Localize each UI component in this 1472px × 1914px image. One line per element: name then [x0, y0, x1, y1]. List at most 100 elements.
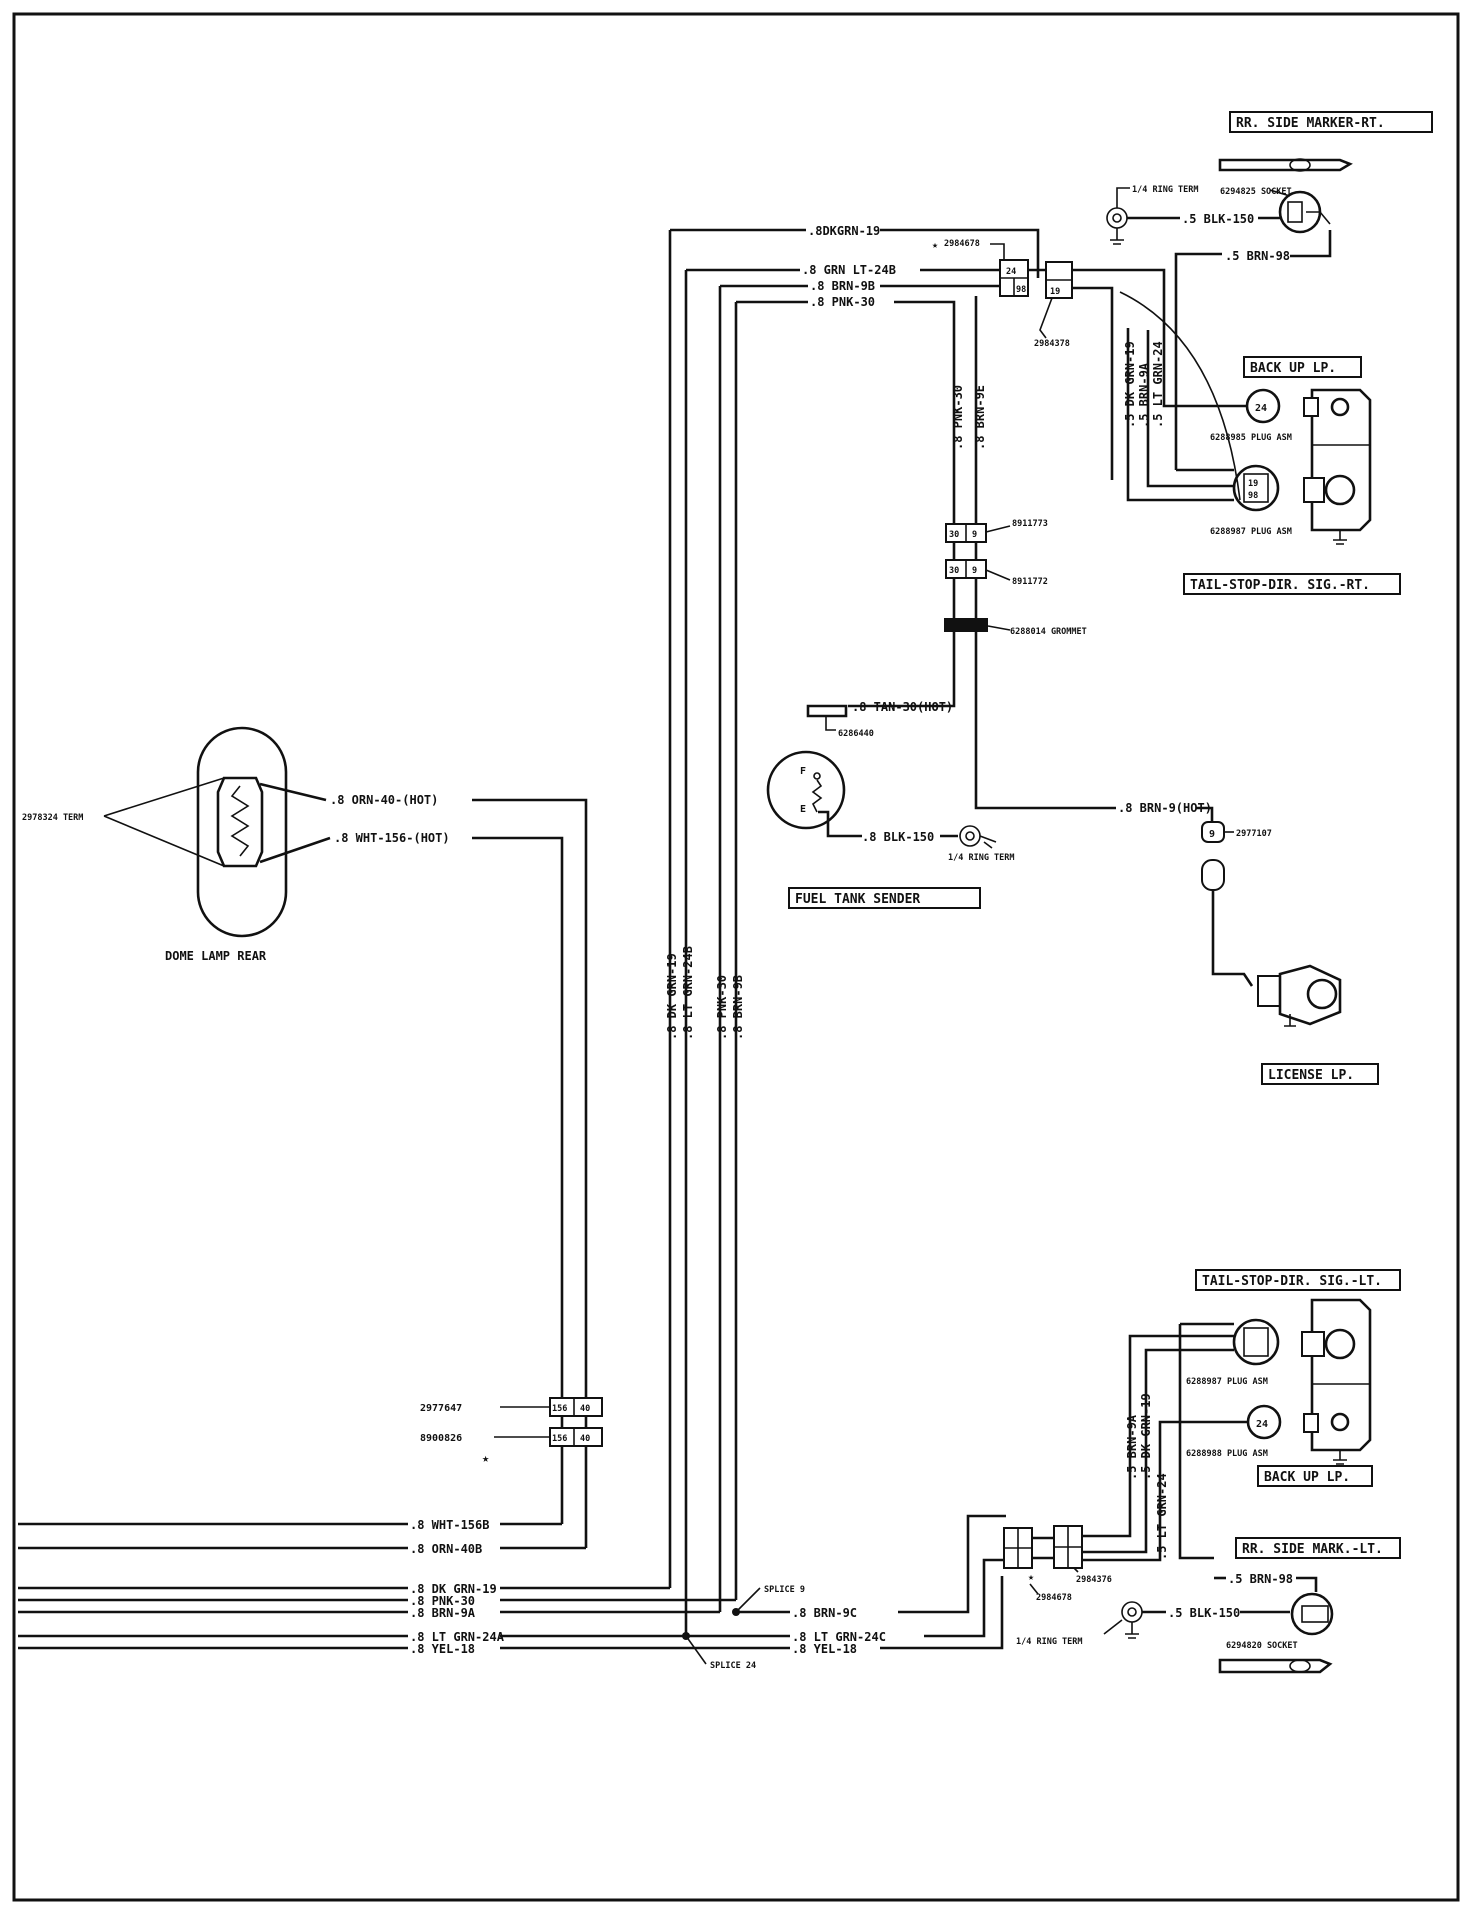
- label-6288985: 6288985 PLUG ASM: [1210, 433, 1292, 443]
- label-brn-9b-top: .8 BRN-9B: [810, 279, 875, 293]
- dome-connectors: 156 40 2977647 156 40 8900826 ★: [420, 1397, 603, 1465]
- rr-side-marker-rt: RR. SIDE MARKER-RT. 6294825 SOCKET 1/4 R…: [1106, 111, 1433, 470]
- label-wht-156b: .8 WHT-156B: [410, 1518, 489, 1532]
- label-brn-9a-b: .8 BRN-9A: [410, 1606, 476, 1620]
- pin-156-b: 156: [552, 1434, 567, 1444]
- pin-24: 24: [1006, 267, 1016, 277]
- label-pnk-30-top: .8 PNK-30: [810, 295, 875, 309]
- rt-lamp-group: BACK UP LP. .5 DK GRN-19 .5 BRN-9A .5 LT…: [1119, 291, 1401, 595]
- label-yel-18-b: .8 YEL-18: [410, 1642, 475, 1656]
- pin-9-b: 9: [972, 566, 977, 576]
- pin-F: F: [800, 766, 806, 777]
- label-socket-rt: 6294825 SOCKET: [1220, 187, 1292, 197]
- top-connectors: 24 98 2984678 ★ 19 2984378: [932, 239, 1073, 349]
- label-yel-18-c: .8 YEL-18: [792, 1642, 857, 1656]
- pin-30-b: 30: [949, 566, 959, 576]
- label-dk-grn-19-vl: .8 DK GRN-19: [665, 953, 679, 1040]
- label-brn-9b-vl: .8 BRN-9B: [731, 975, 745, 1040]
- label-blk-150-lt: .5 BLK-150: [1168, 1606, 1240, 1620]
- page-border: [12, 12, 1460, 1902]
- fuel-tank-sender: F E .8 BLK-150 1/4 RING TERM FUEL TANK S…: [766, 750, 1015, 909]
- pin-19: 19: [1050, 287, 1060, 297]
- label-6288987-rt: 6288987 PLUG ASM: [1210, 527, 1292, 537]
- label-2977647: 2977647: [420, 1403, 462, 1414]
- pin-98: 98: [1016, 285, 1026, 295]
- label-splice-24: SPLICE 24: [710, 1661, 756, 1671]
- label-ring-term-top: 1/4 RING TERM: [1132, 185, 1199, 195]
- label-lt-grn-24b-vl: .8 LT GRN-24B: [681, 946, 695, 1040]
- bottom-connectors: ★ 2984678 2984376 1/4 RING TERM .5 BLK-1…: [1003, 1525, 1290, 1647]
- title-fuel-tank-sender: FUEL TANK SENDER: [795, 892, 920, 907]
- label-brn-98-rt: .5 BRN-98: [1225, 249, 1290, 263]
- label-6288014: 6288014 GROMMET: [1010, 627, 1087, 637]
- label-orn-40-hot: .8 ORN-40-(HOT): [330, 793, 438, 807]
- label-2978324: 2978324 TERM: [22, 813, 83, 823]
- label-dk-grn-19-b: .8 DK GRN-19: [410, 1582, 497, 1596]
- label-2984678-bot: 2984678: [1036, 1593, 1072, 1603]
- pin-E: E: [800, 804, 806, 815]
- svg-text:24: 24: [1255, 403, 1267, 414]
- label-8911772: 8911772: [1012, 577, 1048, 587]
- title-dome-lamp-rear: DOME LAMP REAR: [165, 949, 267, 963]
- label-2984378: 2984378: [1034, 339, 1070, 349]
- label-2977107: 2977107: [1236, 829, 1272, 839]
- pin-9-hot: 9: [1209, 829, 1215, 840]
- label-6288988: 6288988 PLUG ASM: [1186, 1449, 1268, 1459]
- title-back-up-lp-rt: BACK UP LP.: [1250, 361, 1336, 376]
- label-pnk-30-vl: .8 PNK-30: [715, 975, 729, 1040]
- dome-lamp-rear: 2978324 TERM DOME LAMP REAR .8 ORN-40-(H…: [22, 726, 588, 1548]
- label-brn-9-hot: .8 BRN-9(HOT): [1118, 801, 1212, 815]
- title-back-up-lp-lt: BACK UP LP.: [1264, 1470, 1350, 1485]
- label-lt-grn-24-v5: .5 LT GRN-24: [1151, 341, 1165, 428]
- label-orn-40b: .8 ORN-40B: [410, 1542, 482, 1556]
- label-8900826: 8900826: [420, 1433, 462, 1444]
- label-6294820-socket: 6294820 SOCKET: [1226, 1641, 1298, 1651]
- pin-9-a: 9: [972, 530, 977, 540]
- label-2984376: 2984376: [1076, 1575, 1112, 1585]
- pin-40-b: 40: [580, 1434, 590, 1444]
- title-tail-stop-rt: TAIL-STOP-DIR. SIG.-RT.: [1190, 578, 1370, 593]
- label-pnk-30-b: .8 PNK-30: [410, 1594, 475, 1608]
- label-dk-grn-19-v5: .5 DK GRN-19: [1123, 341, 1137, 428]
- star-dome: ★: [482, 1451, 489, 1465]
- star-top: ★: [932, 240, 938, 251]
- svg-text:98: 98: [1248, 491, 1258, 501]
- title-rr-side-marker-rt: RR. SIDE MARKER-RT.: [1236, 116, 1385, 131]
- title-tail-stop-lt: TAIL-STOP-DIR. SIG.-LT.: [1202, 1274, 1382, 1289]
- harness-vertical-labels: .8 DK GRN-19 .8 LT GRN-24B .8 PNK-30 .8 …: [665, 946, 745, 1040]
- label-brn-98-lt: .5 BRN-98: [1228, 1572, 1293, 1586]
- svg-text:24: 24: [1256, 1419, 1268, 1430]
- label-ring-term-fuel: 1/4 RING TERM: [948, 853, 1015, 863]
- label-grn-lt-24b: .8 GRN LT-24B: [802, 263, 896, 277]
- pin-156: 156: [552, 1404, 567, 1414]
- label-blk-150-fuel: .8 BLK-150: [862, 830, 934, 844]
- label-8911773: 8911773: [1012, 519, 1048, 529]
- pin-40: 40: [580, 1404, 590, 1414]
- label-lt-grn-24-lt: .5 LT GRN-24: [1155, 1473, 1169, 1560]
- label-pnk-30-vertical: .8 PNK-30: [951, 385, 965, 450]
- license-lamp: 9 2977107 LICENSE LP.: [1201, 821, 1379, 1085]
- label-brn-9c: .8 BRN-9C: [792, 1606, 857, 1620]
- pin-30-a: 30: [949, 530, 959, 540]
- label-ring-term-bot: 1/4 RING TERM: [1016, 1637, 1083, 1647]
- top-wire-runs: .8DKGRN-19 .8 GRN LT-24B .8 BRN-9B .8 PN…: [668, 224, 1166, 1636]
- mid-connectors: 30 9 8911773 30 9 8911772 6288014 GROMME…: [806, 519, 1214, 822]
- label-brn-9e-vertical: .8 BRN-9E: [973, 385, 987, 450]
- star-bottom: ★: [1028, 1572, 1034, 1583]
- label-blk-150-rt: .5 BLK-150: [1182, 212, 1254, 226]
- label-6288987-lt: 6288987 PLUG ASM: [1186, 1377, 1268, 1387]
- label-lt-grn-24a-b: .8 LT GRN-24A: [410, 1630, 505, 1644]
- label-dkgrn-19-top: .8DKGRN-19: [808, 224, 880, 238]
- title-license-lp: LICENSE LP.: [1268, 1068, 1354, 1083]
- label-wht-156-hot: .8 WHT-156-(HOT): [334, 831, 450, 845]
- svg-text:19: 19: [1248, 479, 1258, 489]
- label-2984678-top: 2984678: [944, 239, 980, 249]
- label-splice-9: SPLICE 9: [764, 1585, 805, 1595]
- label-6286440: 6286440: [838, 729, 874, 739]
- title-rr-side-mark-lt: RR. SIDE MARK.-LT.: [1242, 1542, 1383, 1557]
- label-tan-30: .8 TAN-30(HOT): [852, 700, 953, 714]
- label-brn-9a-lt: .5 BRN-9A: [1125, 1414, 1139, 1480]
- label-lt-grn-24c: .8 LT GRN-24C: [792, 1630, 886, 1644]
- bottom-wire-runs: .8 WHT-156B .8 ORN-40B .8 DK GRN-19 .8 P…: [18, 1514, 1006, 1671]
